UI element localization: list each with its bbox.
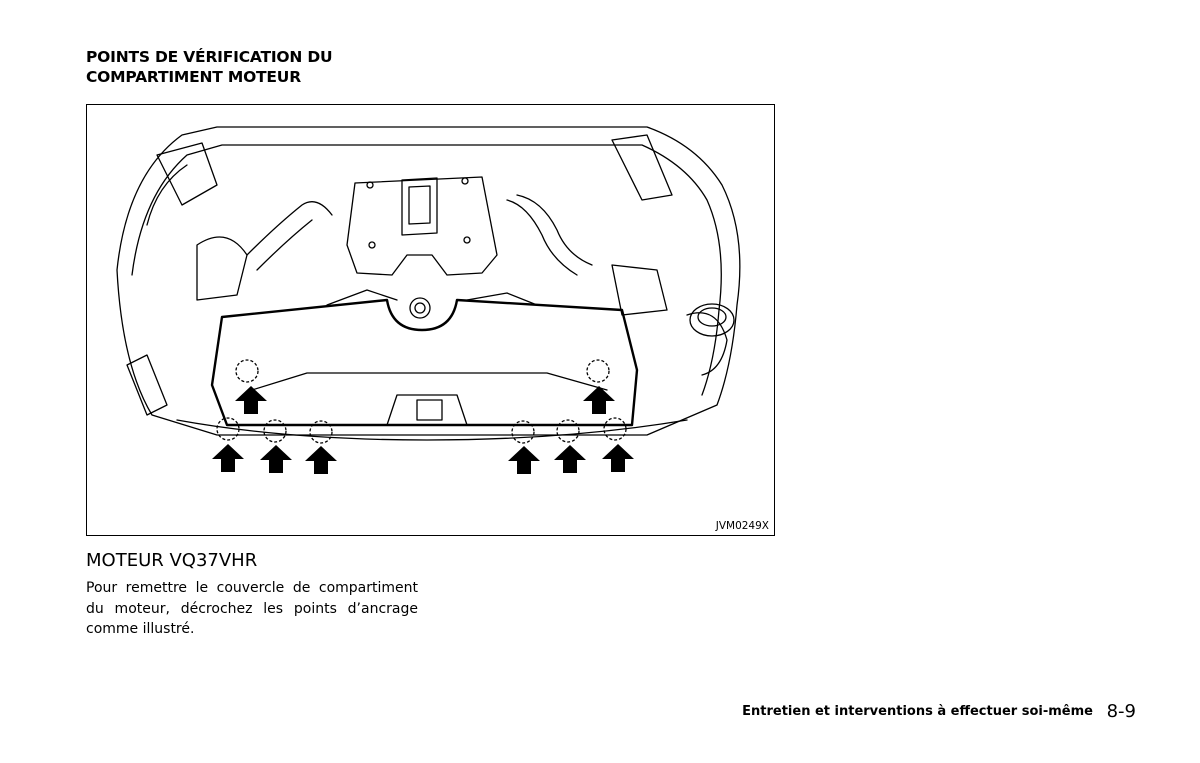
page-number: 8-9 <box>1106 701 1136 722</box>
engine-bay-illustration <box>116 126 741 441</box>
arrow-4-icon <box>260 445 292 473</box>
footer-chapter-title: Entretien et interventions à effectuer s… <box>742 704 1093 719</box>
figure-code: JVM0249X <box>715 520 769 532</box>
arrow-1-icon <box>235 386 267 414</box>
anchor-point-4 <box>263 419 287 443</box>
anchor-point-3 <box>216 417 240 441</box>
anchor-point-8 <box>603 417 627 441</box>
anchor-point-5 <box>309 420 333 444</box>
section-title: POINTS DE VÉRIFICATION DU COMPARTIMENT M… <box>86 47 333 87</box>
anchor-points-layer <box>212 359 634 474</box>
arrow-5-icon <box>305 446 337 474</box>
anchor-point-1 <box>235 359 259 383</box>
arrow-6-icon <box>508 446 540 474</box>
arrow-3-icon <box>212 444 244 472</box>
anchor-point-7 <box>556 419 580 443</box>
anchor-point-6 <box>511 420 535 444</box>
arrow-8-icon <box>602 444 634 472</box>
body-paragraph: Pour remettre le couvercle de comparti­m… <box>86 580 418 637</box>
section-heading: MOTEUR VQ37VHR <box>86 550 258 571</box>
engine-compartment-figure: JVM0249X <box>86 104 775 536</box>
section-title-line-1: POINTS DE VÉRIFICATION DU <box>86 48 333 66</box>
anchor-point-2 <box>586 359 610 383</box>
arrow-7-icon <box>554 445 586 473</box>
section-title-line-2: COMPARTIMENT MOTEUR <box>86 68 301 86</box>
arrow-2-icon <box>583 386 615 414</box>
